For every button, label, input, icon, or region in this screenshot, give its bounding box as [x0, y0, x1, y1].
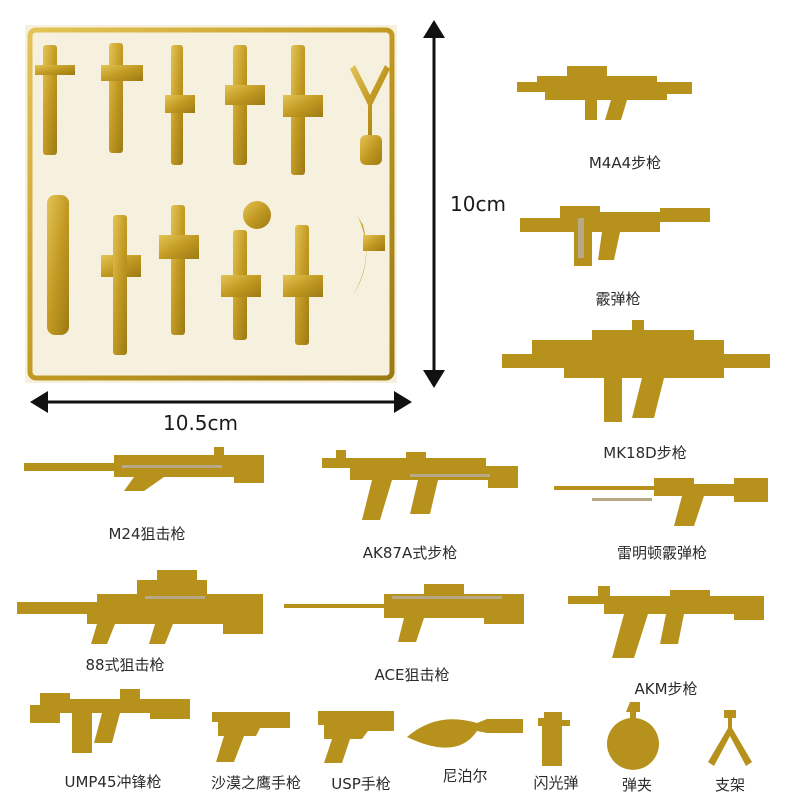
- height-label: 10cm: [450, 192, 506, 216]
- akm-item: AKM步枪: [566, 580, 766, 698]
- pistol-icon: [318, 711, 394, 763]
- ak87a-label: AK87A式步枪: [362, 544, 458, 562]
- bipod-icon: [708, 710, 752, 766]
- magazine-icon: [607, 702, 659, 770]
- sniper-rifle-icon: [284, 584, 524, 642]
- m4a4-label: M4A4步枪: [588, 154, 662, 172]
- m24-label: M24狙击枪: [108, 525, 186, 543]
- ump45-label: UMP45冲锋枪: [64, 773, 162, 791]
- sniper-rifle-icon: [24, 447, 264, 491]
- smg-icon: [30, 689, 190, 753]
- knife-icon: [407, 719, 523, 748]
- deagle-label: 沙漠之鹰手枪: [210, 774, 301, 792]
- width-arrow: [30, 391, 412, 413]
- remington-item: 雷明顿霰弹枪: [552, 470, 770, 562]
- ump45-item: UMP45冲锋枪: [28, 685, 192, 791]
- bipod-item: 支架: [700, 708, 760, 794]
- flashbang-item: 闪光弹: [533, 708, 579, 792]
- flashbang-label: 闪光弹: [533, 774, 579, 792]
- type88-item: 88式狙击枪: [15, 566, 267, 674]
- magazine-item: 弹夹: [606, 700, 668, 794]
- shotgun-icon: [554, 478, 768, 526]
- shotgun-item: 霰弹枪: [518, 198, 714, 308]
- deagle-item: 沙漠之鹰手枪: [210, 702, 301, 792]
- kukri-label: 尼泊尔: [442, 767, 488, 785]
- sprue-frame: [27, 27, 395, 381]
- pistol-icon: [212, 712, 290, 762]
- rifle-icon: [292, 450, 518, 520]
- shotgun-label: 霰弹枪: [595, 290, 641, 308]
- mk18d-label: MK18D步枪: [603, 444, 687, 462]
- grenade-icon: [538, 712, 570, 766]
- rifle-icon: [517, 66, 692, 120]
- m4a4-item: M4A4步枪: [515, 60, 715, 172]
- sprue-photo: [25, 25, 397, 383]
- usp-item: USP手枪: [316, 705, 404, 793]
- rifle-icon: [502, 320, 770, 422]
- bipod-label: 支架: [714, 776, 745, 794]
- sniper-rifle-icon: [17, 570, 263, 644]
- type88-label: 88式狙击枪: [85, 656, 165, 674]
- ace-item: ACE狙击枪: [282, 574, 532, 684]
- ace-label: ACE狙击枪: [374, 666, 450, 684]
- m24-item: M24狙击枪: [22, 445, 268, 543]
- ak87a-item: AK87A式步枪: [290, 448, 520, 562]
- height-arrow: [423, 20, 445, 388]
- usp-label: USP手枪: [331, 775, 391, 793]
- kukri-item: 尼泊尔: [405, 715, 527, 785]
- shotgun-icon: [520, 206, 710, 266]
- remington-label: 雷明顿霰弹枪: [616, 544, 707, 562]
- rifle-icon: [568, 586, 764, 658]
- akm-label: AKM步枪: [634, 680, 698, 698]
- mk18d-item: MK18D步枪: [500, 320, 772, 462]
- magazine-label: 弹夹: [621, 776, 652, 794]
- width-label: 10.5cm: [163, 411, 239, 435]
